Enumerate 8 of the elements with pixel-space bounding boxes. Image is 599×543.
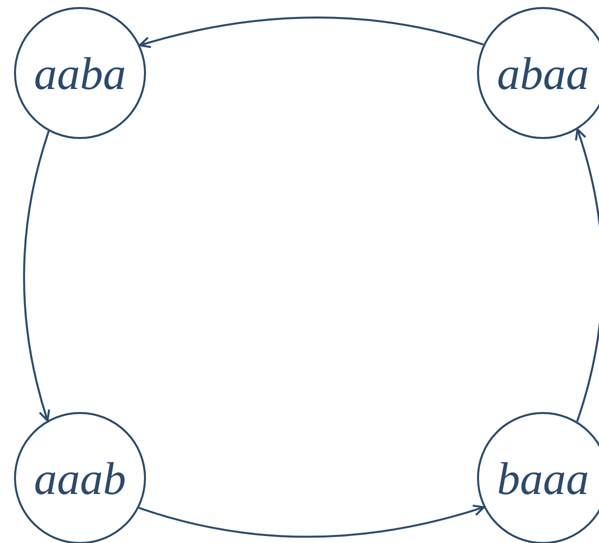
curved-arrow	[138, 16, 484, 48]
curved-arrow	[23, 130, 50, 422]
curved-arrow	[138, 504, 485, 538]
state-label: aaab	[34, 452, 126, 504]
state-label: abaa	[497, 46, 589, 100]
state-label: baaa	[497, 452, 589, 504]
state-label: aaba	[34, 46, 126, 100]
curved-arrow	[574, 128, 599, 422]
